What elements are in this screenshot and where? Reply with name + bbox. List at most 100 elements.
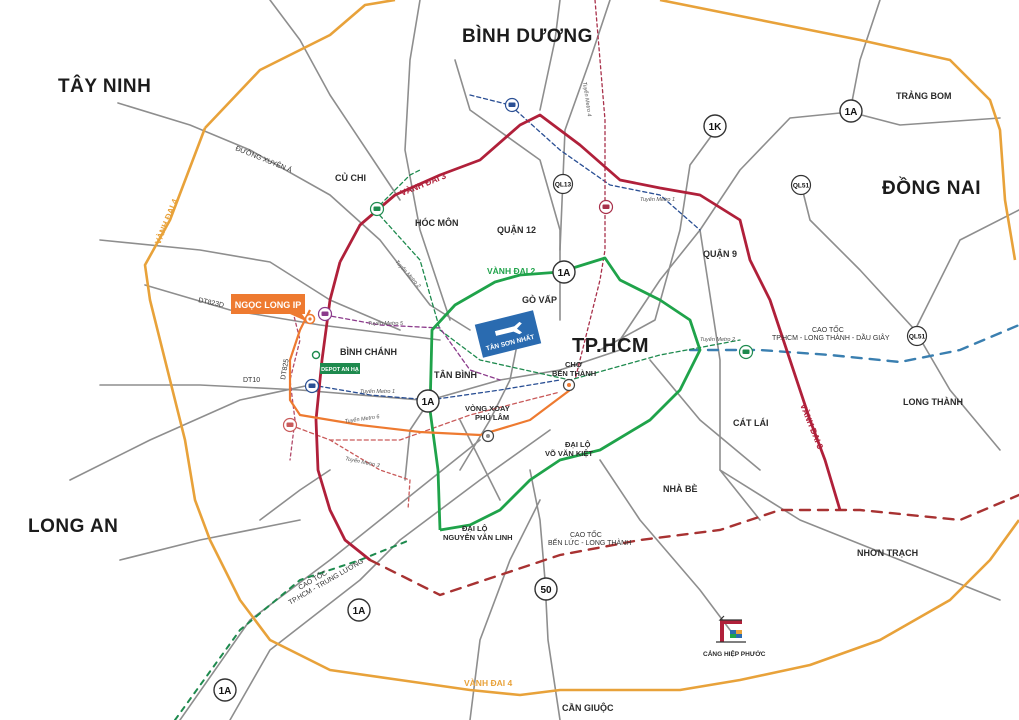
- label-vanh-dai-3-east: VÀNH ĐAI 3: [798, 402, 825, 451]
- expressway-hcm-trung-luong: [174, 539, 411, 720]
- ngoc-long-access-route: [288, 309, 571, 437]
- depot-marker-icon: [311, 350, 321, 360]
- road-ql51: [799, 179, 1001, 451]
- district-cu-chi: CỦ CHI: [335, 172, 366, 183]
- label-hcm-long-thanh-dau-giay: CAO TỐC TP.HCM - LONG THÀNH - DẦU GIÂY: [772, 324, 890, 342]
- metro-line-red-south: [329, 439, 411, 511]
- metro-train-icon: [282, 417, 298, 433]
- road-east-lt: [699, 229, 761, 521]
- label-vanh-dai-2: VÀNH ĐAI 2: [487, 266, 535, 276]
- route-marker-ql51-east: QL51: [906, 325, 928, 347]
- metro-labels: Tuyến Metro 1 Tuyến Metro 1 Tuyến Metro …: [344, 81, 735, 469]
- district-go-vap: GÒ VẤP: [522, 294, 557, 305]
- city-tp-hcm: TP.HCM: [572, 335, 649, 357]
- road-nha-be: [599, 459, 731, 631]
- road-inner-c: [459, 329, 521, 471]
- district-cat-lai: CÁT LÁI: [733, 418, 769, 428]
- ngoc-long-ip-label: NGỌC LONG IP: [235, 300, 302, 310]
- svg-text:QL13: QL13: [555, 182, 572, 189]
- road-xuyen-a: [117, 102, 471, 331]
- metro-train-icon: [738, 344, 754, 360]
- metro-line-5: [324, 314, 501, 381]
- landmark-dai-lo-vo-van-kiet: ĐẠI LỘ VÕ VĂN KIỆT: [545, 440, 593, 458]
- road-1a-east: [619, 111, 1001, 341]
- landmark-cang-hiep-phuoc: CẢNG HIỆP PHƯỚC: [703, 649, 766, 658]
- depot-an-ha-badge: DEPOT AN HẠ: [320, 363, 360, 374]
- svg-text:1A: 1A: [219, 686, 232, 697]
- road-dt10: [99, 384, 421, 401]
- road-north-c: [454, 59, 561, 321]
- label-vanh-dai-4-west: VÀNH ĐAI 4: [153, 197, 180, 246]
- province-dong-nai: ĐỒNG NAI: [882, 177, 981, 199]
- province-binh-duong: BÌNH DƯƠNG: [462, 25, 593, 47]
- landmark-dai-lo-nguyen-van-linh: ĐẠI LỘ NGUYỄN VĂN LINH: [443, 524, 513, 542]
- road-south-1a: [229, 429, 551, 720]
- route-marker-ql13: QL13: [552, 173, 574, 195]
- district-nhon-trach: NHƠN TRẠCH: [857, 548, 918, 558]
- point-markers: [311, 350, 576, 443]
- label-hcm-trung-luong: CAO TỐC TP.HCM - TRUNG LƯƠNG: [282, 548, 365, 606]
- ngoc-long-ip-callout: NGỌC LONG IP: [231, 294, 316, 325]
- road-labels: ĐƯỜNG XUYÊN Á DT823D DT10 DT825: [198, 144, 294, 384]
- svg-text:QL51: QL51: [793, 183, 810, 190]
- svg-text:QL51: QL51: [909, 334, 926, 341]
- district-quan-9: QUẬN 9: [703, 248, 737, 259]
- route-marker-1a-south: 1A: [347, 598, 371, 622]
- road-nhon-trach: [719, 469, 1001, 601]
- route-marker-ql51-north: QL51: [790, 174, 812, 196]
- svg-text:DEPOT AN HẠ: DEPOT AN HẠ: [321, 367, 359, 373]
- svg-text:1A: 1A: [353, 606, 366, 617]
- road-far-east: [849, 0, 881, 113]
- route-markers: 1A 1A 1A 1A 1A 1K 50 QL13: [213, 99, 928, 702]
- landmark-labels: CHỢ BẾN THÀNH VÒNG XOAY PHÚ LÂM ĐẠI LỘ V…: [443, 360, 766, 658]
- label-dt825: DT825: [280, 358, 291, 380]
- ngoc-long-ip-badge: [231, 294, 305, 314]
- svg-text:1K: 1K: [709, 122, 723, 133]
- metro-train-icon: [598, 199, 614, 215]
- ring-road-4: [143, 0, 1019, 697]
- expressway-hcm-long-thanh-dau-giay: [688, 323, 1019, 364]
- svg-text:1A: 1A: [422, 397, 435, 408]
- route-marker-1k: 1K: [703, 114, 727, 138]
- label-metro-2: Tuyến Metro 2: [700, 336, 735, 343]
- district-quan-12: QUẬN 12: [497, 224, 536, 235]
- metro-train-icon: [504, 97, 520, 113]
- label-metro-1-north: Tuyến Metro 1: [640, 196, 675, 203]
- road-1k: [599, 134, 713, 351]
- road-cat-lai: [649, 359, 761, 471]
- airport-badge: [474, 310, 542, 358]
- label-vanh-dai-3-north: VÀNH ĐAI 3: [399, 170, 448, 197]
- district-labels: CỦ CHI HÓC MÔN QUẬN 12 GÒ VẤP BÌNH CHÁNH…: [335, 90, 963, 713]
- route-marker-50: 50: [534, 577, 558, 601]
- airplane-icon: [494, 321, 523, 336]
- metro-line-2: [374, 169, 741, 381]
- route-marker-1a-east: 1A: [839, 99, 863, 123]
- road-north-a: [269, 0, 401, 201]
- metro-stations: [282, 97, 754, 433]
- label-ben-luc-long-thanh: CAO TỐC BẾN LỨC - LONG THÀNH: [548, 529, 631, 547]
- metro-line-1-north: [469, 94, 701, 231]
- district-can-giuoc: CẦN GIUỘC: [562, 702, 614, 713]
- location-pin-icon: [304, 313, 316, 325]
- ring-road-2: [428, 256, 702, 532]
- label-vanh-dai-4-south: VÀNH ĐAI 4: [464, 678, 512, 688]
- metro-train-icon: [304, 378, 320, 394]
- route-marker-1a-southwest: 1A: [213, 678, 237, 702]
- district-trang-bom: TRẢNG BOM: [896, 90, 952, 101]
- district-nha-be: NHÀ BÈ: [663, 484, 698, 494]
- label-duong-xuyen-a: ĐƯỜNG XUYÊN Á: [234, 144, 294, 175]
- road-can-giuoc: [469, 499, 541, 720]
- svg-text:1A: 1A: [558, 268, 571, 279]
- svg-text:1A: 1A: [845, 107, 858, 118]
- district-tan-binh: TÂN BÌNH: [434, 369, 477, 380]
- province-long-an: LONG AN: [28, 516, 118, 537]
- route-marker-1a-center: 1A: [416, 389, 440, 413]
- label-metro-4: Tuyến Metro 4: [581, 81, 593, 117]
- label-metro-2-west: Tuyến Metro 2: [394, 259, 423, 290]
- label-metro-3: Tuyến Metro 3: [345, 455, 382, 469]
- route-marker-1a-north: 1A: [552, 260, 576, 284]
- expressways: [174, 323, 1019, 720]
- metro-line-6: [289, 299, 301, 461]
- label-metro-1-west: Tuyến Metro 1: [360, 388, 395, 395]
